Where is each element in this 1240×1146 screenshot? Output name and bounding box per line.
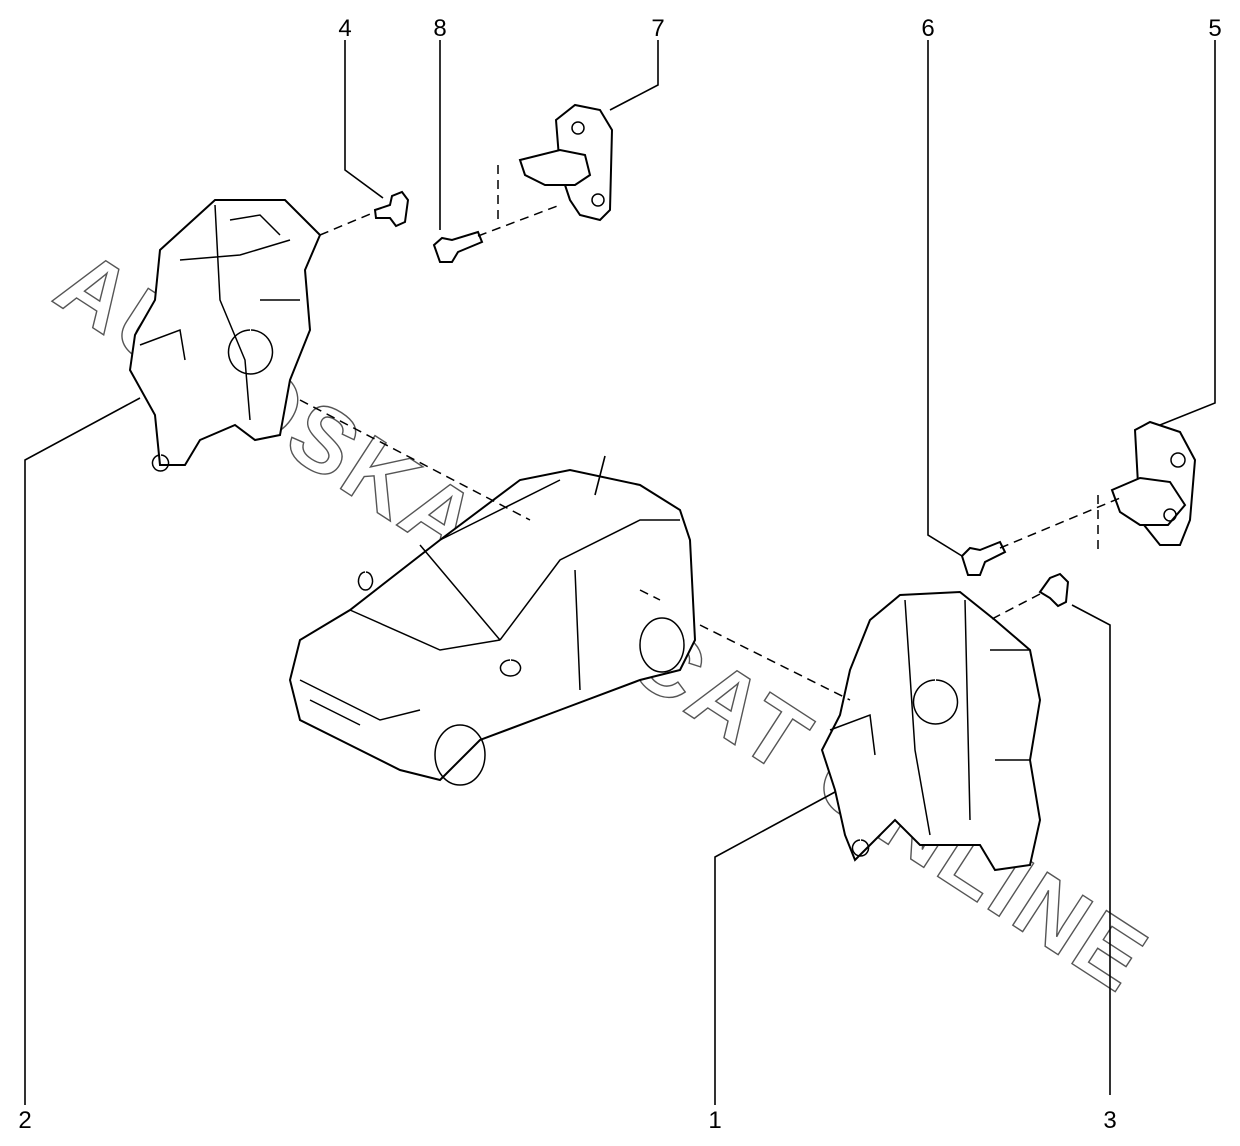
callout-3[interactable]: 3 (1103, 1107, 1116, 1134)
callout-6[interactable]: 6 (921, 15, 934, 42)
striker-part-5[interactable] (1110, 420, 1197, 546)
striker-part-7[interactable] (518, 103, 614, 222)
bolt-part-3[interactable] (1038, 572, 1070, 608)
callout-7[interactable]: 7 (651, 15, 664, 42)
callout-1[interactable]: 1 (708, 1107, 721, 1134)
callout-4[interactable]: 4 (338, 15, 351, 42)
striker-bolt-part-6[interactable] (960, 540, 1007, 576)
car-illustration (288, 455, 697, 786)
assembly-lines (299, 165, 1121, 701)
leader-lines (24, 40, 1216, 1105)
left-door-lock[interactable] (128, 199, 322, 472)
striker-bolt-part-8[interactable] (432, 230, 484, 263)
callout-2[interactable]: 2 (18, 1107, 31, 1134)
callout-8[interactable]: 8 (433, 15, 446, 42)
callout-5[interactable]: 5 (1208, 15, 1221, 42)
bolt-part-4[interactable] (373, 190, 410, 228)
right-door-lock[interactable] (820, 590, 1042, 872)
